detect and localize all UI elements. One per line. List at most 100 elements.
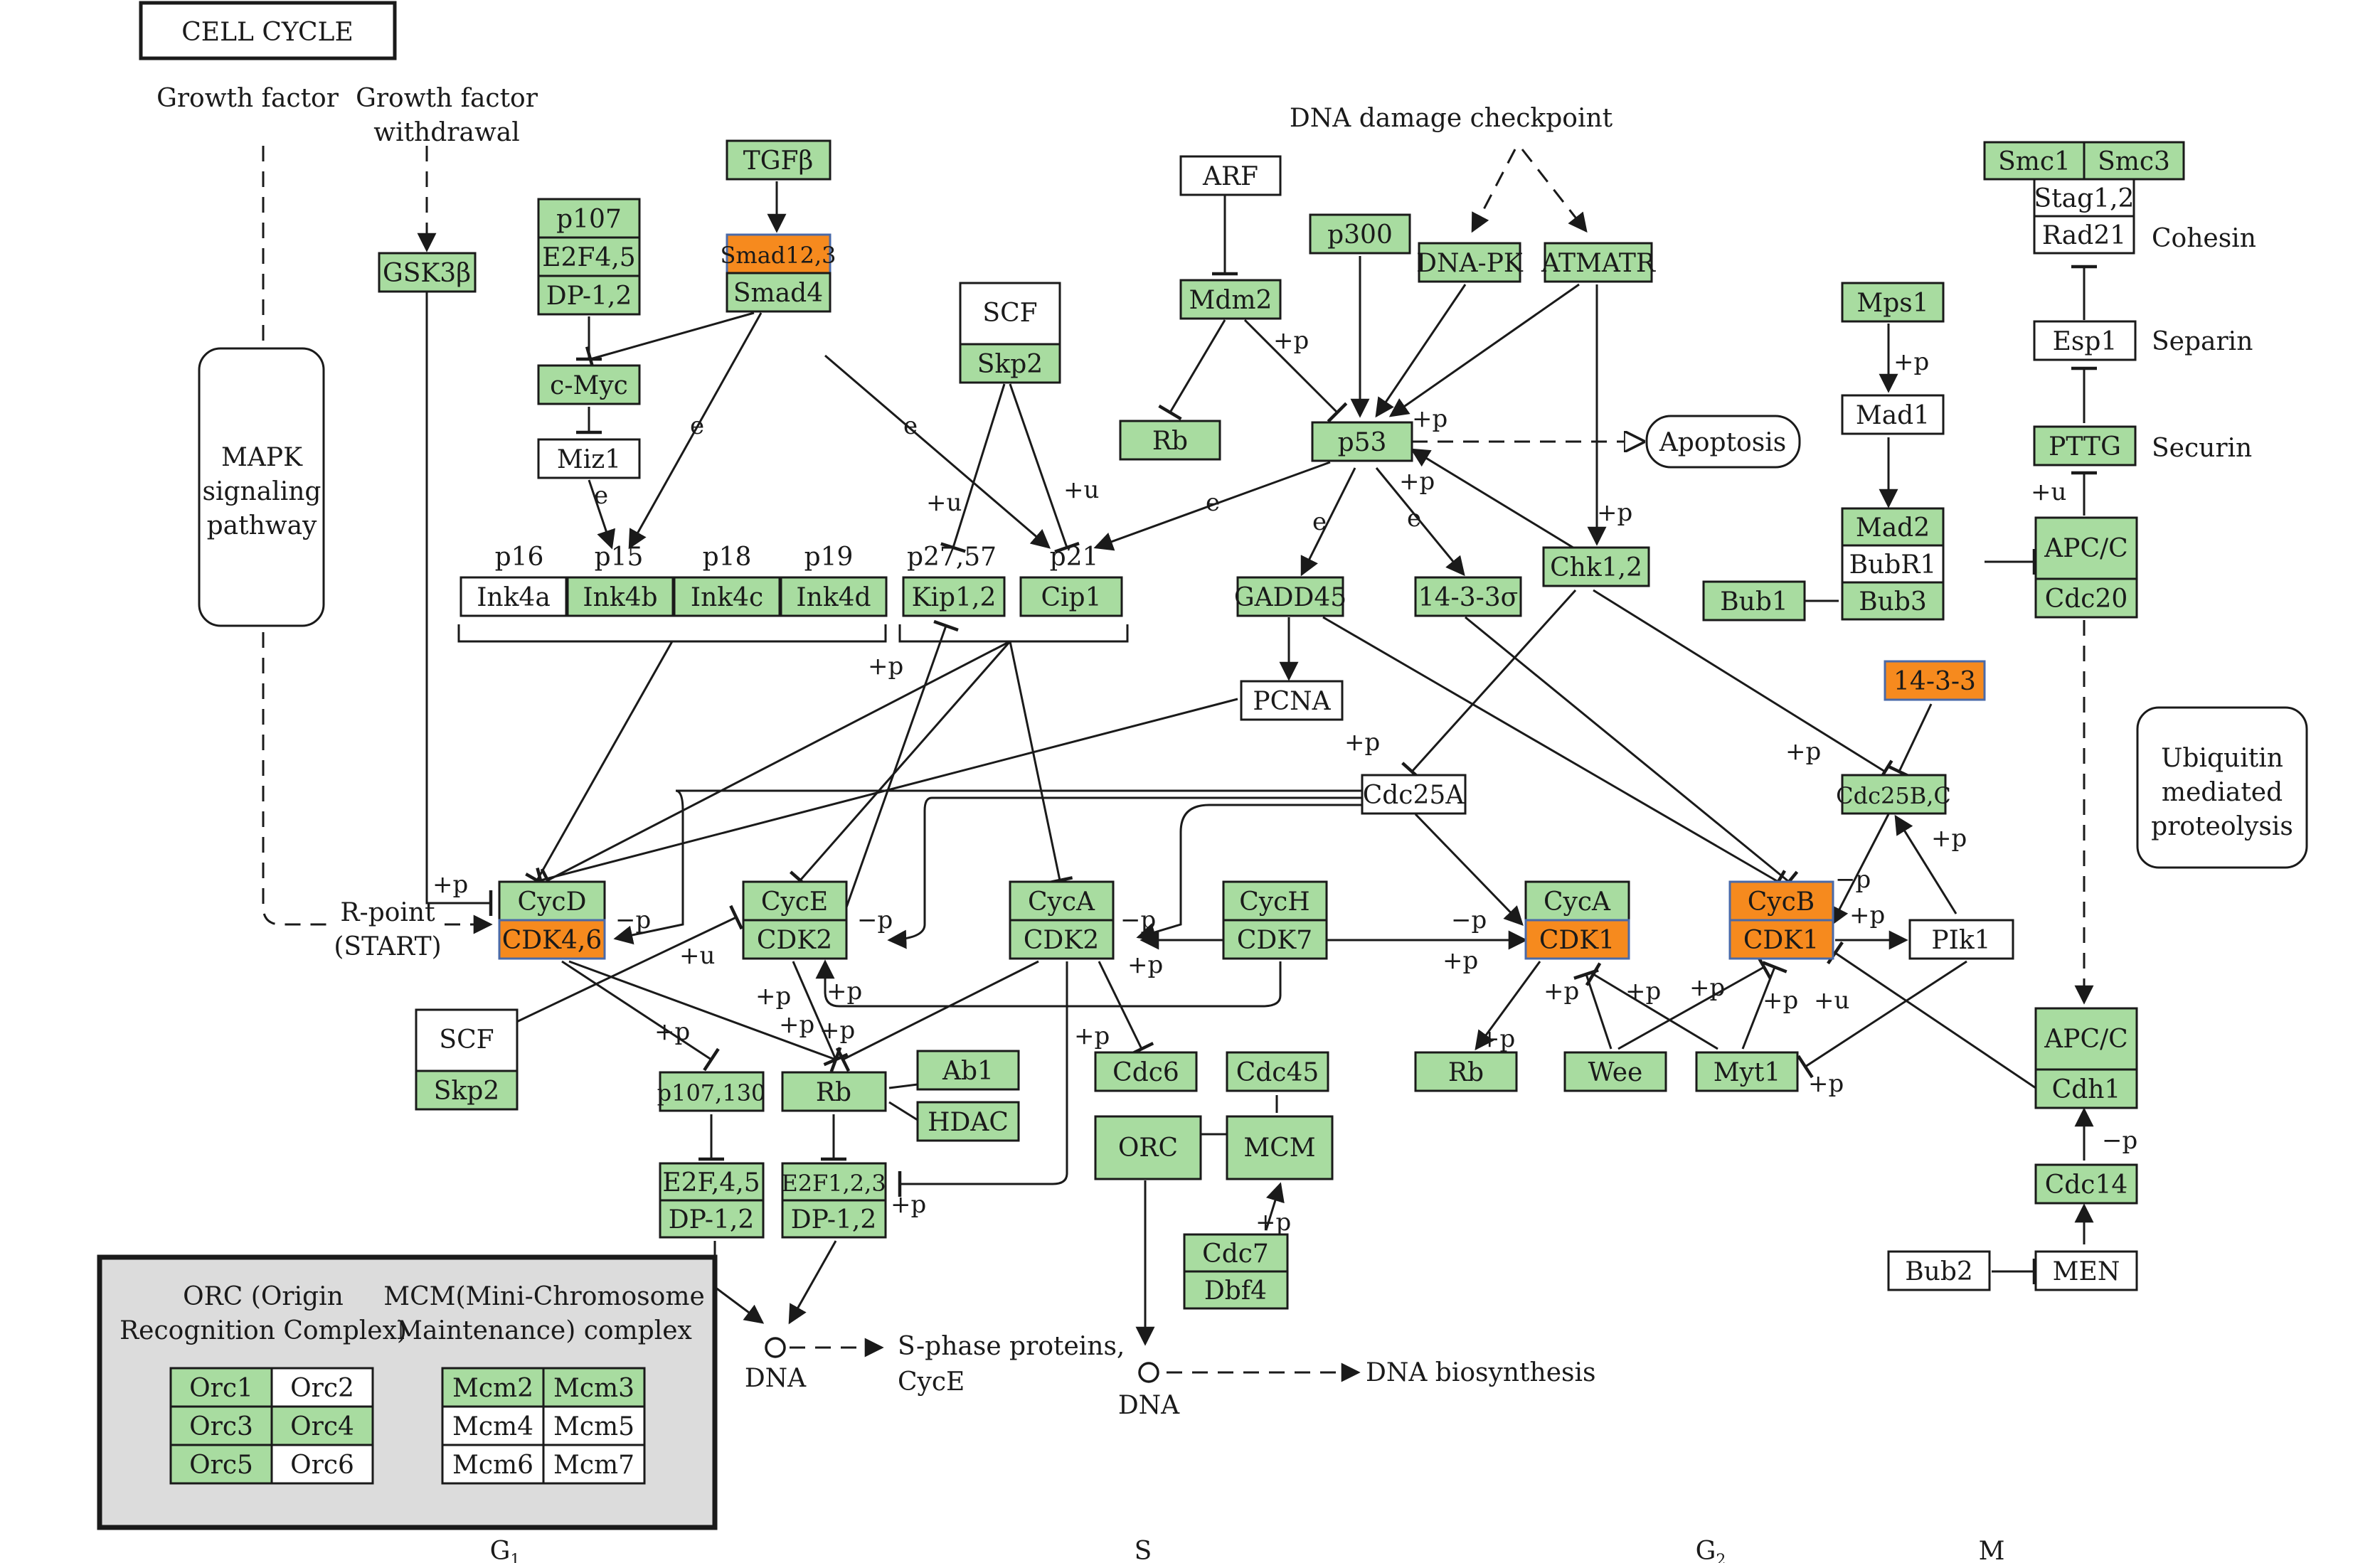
- svg-text:Mad2: Mad2: [1856, 513, 1930, 543]
- node-mcm[interactable]: MCM: [1226, 1115, 1334, 1180]
- node-pttg[interactable]: PTTG: [2033, 425, 2137, 466]
- node-p300[interactable]: p300: [1309, 213, 1411, 255]
- node-p53[interactable]: p53: [1311, 421, 1413, 462]
- node-cmyc[interactable]: c-Myc: [537, 364, 641, 405]
- ann-p-cdk7-cdk2e: +p: [827, 977, 862, 1005]
- ann-mp-cdk2e: −p: [857, 906, 893, 934]
- node-rb-g2[interactable]: Rb: [1414, 1051, 1518, 1092]
- node-gadd45[interactable]: GADD45: [1234, 576, 1346, 617]
- edge-wee-cdk1a: [1573, 969, 1613, 1050]
- node-cych-cdk7[interactable]: CycH CDK7: [1222, 880, 1328, 960]
- svg-text:Myt1: Myt1: [1714, 1058, 1781, 1087]
- node-smad-complex[interactable]: Smad12,3 Smad4: [720, 233, 836, 313]
- edge-plk1-cdc25bc: [1894, 814, 1957, 914]
- node-ab1[interactable]: Ab1: [916, 1050, 1020, 1091]
- ann-e-p53-1433: e: [1407, 504, 1421, 533]
- title-box: [139, 1, 397, 60]
- node-cdc7-dbf4[interactable]: Cdc7 Dbf4: [1183, 1233, 1289, 1310]
- svg-text:Ink4b: Ink4b: [583, 583, 657, 612]
- edge-atm-p53: [1388, 283, 1580, 417]
- node-cdc45[interactable]: Cdc45: [1226, 1051, 1329, 1092]
- svg-text:Cdh1: Cdh1: [2052, 1075, 2121, 1104]
- edge-miz1-ink4b: [588, 479, 616, 550]
- phase-s: S: [1135, 1537, 1152, 1563]
- edge-mapk-rpoint: [262, 146, 334, 926]
- edge-cdk2a-e2f: [898, 961, 1068, 1197]
- node-plk1[interactable]: PIk1: [1908, 919, 2014, 960]
- edge-mdm2-rb: [1158, 319, 1226, 421]
- node-e2f123-dp[interactable]: E2F1,2,3 DP-1,2: [781, 1162, 887, 1239]
- node-wee[interactable]: Wee: [1563, 1051, 1667, 1092]
- edge-annotations: e e e +u +u +p +p e e e +p +p +p +u +p +…: [432, 326, 2137, 1237]
- svg-text:p53: p53: [1338, 428, 1387, 457]
- svg-text:Rad21: Rad21: [2042, 221, 2126, 250]
- node-bub2[interactable]: Bub2: [1887, 1250, 1991, 1291]
- node-cycb-cdk1[interactable]: CycB CDK1: [1728, 880, 1834, 960]
- ann-p-mps1: +p: [1893, 348, 1929, 376]
- svg-text:GSK3β: GSK3β: [383, 259, 471, 288]
- edge-smad-cip1: [824, 354, 1051, 549]
- edge-kip-cyce: [789, 641, 1011, 890]
- node-miz1[interactable]: Miz1: [537, 438, 641, 479]
- node-p107-complex[interactable]: p107 E2F4,5 DP-1,2: [537, 198, 641, 316]
- node-rb-top[interactable]: Rb: [1119, 420, 1221, 461]
- node-scf-skp2-bottom[interactable]: SCF Skp2: [415, 1008, 519, 1111]
- node-cdc25bc[interactable]: Cdc25B,C: [1836, 774, 1951, 815]
- edge-dnapk-p53: [1375, 284, 1467, 418]
- node-cyca-cdk1[interactable]: CycA CDK1: [1524, 880, 1630, 960]
- node-cip1[interactable]: Cip1: [1019, 576, 1123, 617]
- label-gf-withdrawal-2: withdrawal: [373, 118, 520, 147]
- node-chk12[interactable]: Chk1,2: [1542, 546, 1650, 587]
- node-myt1[interactable]: Myt1: [1695, 1051, 1799, 1092]
- node-kip12[interactable]: Kip1,2: [902, 576, 1006, 617]
- node-gsk3b[interactable]: GSK3β: [378, 252, 477, 293]
- edge-e2f45-dna: [713, 1241, 765, 1324]
- node-apcc-cdc20[interactable]: APC/C Cdc20: [2034, 516, 2138, 619]
- node-atmatr[interactable]: ATMATR: [1541, 242, 1656, 283]
- ann-p-cdk2a-cdc6: +p: [1074, 1022, 1110, 1050]
- node-cdc14[interactable]: Cdc14: [2034, 1163, 2138, 1205]
- node-pcna[interactable]: PCNA: [1240, 680, 1344, 721]
- svg-text:ORC: ORC: [1118, 1133, 1178, 1163]
- node-rb-mid[interactable]: Rb: [781, 1071, 887, 1112]
- node-cyce-cdk2[interactable]: CycE CDK2: [742, 880, 848, 960]
- svg-text:DNA-PK: DNA-PK: [1416, 249, 1524, 278]
- edge-cdk2a-rb: [835, 960, 1039, 1072]
- node-hdac[interactable]: HDAC: [916, 1101, 1020, 1142]
- svg-text:c-Myc: c-Myc: [550, 371, 628, 400]
- p2757-label: p27,57: [907, 543, 997, 572]
- node-cycd-cdk46[interactable]: CycD CDK4,6: [498, 880, 606, 960]
- node-mps1[interactable]: Mps1: [1841, 282, 1945, 323]
- node-apcc-cdh1[interactable]: APC/C Cdh1: [2034, 1007, 2138, 1109]
- node-ink4-row[interactable]: Ink4a Ink4b Ink4c Ink4d: [459, 576, 888, 617]
- node-orc[interactable]: ORC: [1094, 1115, 1202, 1180]
- svg-text:CycD: CycD: [518, 887, 587, 917]
- node-cyca-cdk2[interactable]: CycA CDK2: [1009, 880, 1115, 960]
- node-e2f45-dp[interactable]: E2F,4,5 DP-1,2: [659, 1162, 765, 1239]
- node-tgfb[interactable]: TGFβ: [726, 139, 832, 181]
- node-men[interactable]: MEN: [2034, 1250, 2138, 1291]
- node-scf-skp2-top[interactable]: SCF Skp2: [959, 282, 1061, 384]
- node-cohesin[interactable]: Smc1 Smc3 Stag1,2 Rad21: [1983, 141, 2185, 255]
- ann-mp-cdk46: −p: [615, 906, 651, 934]
- node-bub1[interactable]: Bub1: [1702, 580, 1806, 622]
- node-p107130[interactable]: p107,130: [657, 1071, 766, 1112]
- svg-text:Orc5: Orc5: [189, 1451, 253, 1480]
- node-esp1[interactable]: Esp1: [2033, 320, 2137, 361]
- node-1433[interactable]: 14-3-3: [1884, 660, 1986, 701]
- node-cdc6[interactable]: Cdc6: [1094, 1051, 1198, 1092]
- ann-p-wee2: +p: [1625, 977, 1661, 1005]
- svg-text:Cdc25A: Cdc25A: [1363, 781, 1465, 810]
- ann-p-cdc7: +p: [1255, 1208, 1291, 1237]
- node-cdc25a[interactable]: Cdc25A: [1361, 774, 1467, 815]
- node-mad1[interactable]: Mad1: [1841, 394, 1945, 435]
- node-mdm2[interactable]: Mdm2: [1179, 279, 1282, 320]
- ann-u-apc-cycb: +u: [1814, 986, 1849, 1015]
- edge-cdk1-rb: [1475, 961, 1541, 1051]
- node-arf[interactable]: ARF: [1179, 155, 1282, 196]
- node-1433-sigma[interactable]: 14-3-3σ: [1414, 576, 1522, 617]
- ann-p-myt2: +p: [1763, 986, 1798, 1015]
- node-mad2-complex[interactable]: Mad2 BubR1 Bub3: [1841, 507, 1945, 621]
- node-dnapk[interactable]: DNA-PK: [1416, 242, 1524, 283]
